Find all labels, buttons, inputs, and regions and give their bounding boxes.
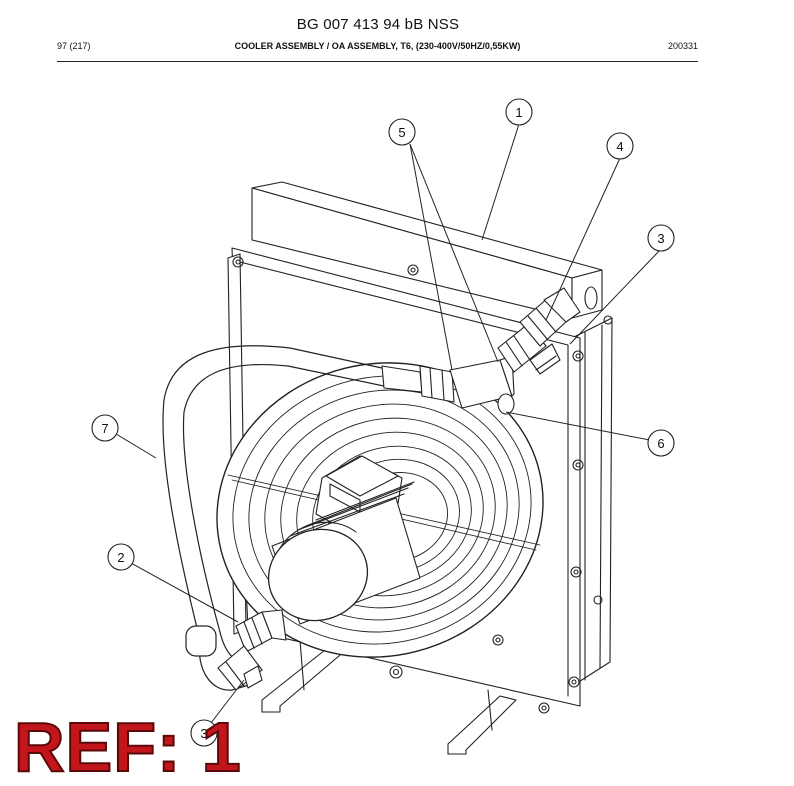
header-row: 97 (217) COOLER ASSEMBLY / OA ASSEMBLY, … [57, 41, 698, 55]
top-fitting [519, 287, 581, 375]
callout-3-bottom-number: 3 [200, 726, 207, 741]
callout-5-number: 5 [398, 125, 405, 140]
header-tank [251, 181, 603, 319]
assembly-title: COOLER ASSEMBLY / OA ASSEMBLY, T6, (230-… [234, 41, 521, 51]
document-title: BG 007 413 94 bB NSS [296, 16, 460, 33]
callout-6-number: 6 [657, 436, 664, 451]
callout-2-number: 2 [117, 550, 124, 565]
frame-bolts [232, 256, 613, 714]
callout-4: 4 [606, 132, 634, 160]
callout-7: 7 [91, 414, 119, 442]
header-divider [57, 61, 698, 62]
callout-3-top-number: 3 [657, 231, 664, 246]
callout-1: 1 [505, 98, 533, 126]
callout-balloons: 1 5 4 3 7 6 2 3 [91, 98, 675, 747]
page-number: 97 (217) [57, 41, 91, 51]
callout-7-number: 7 [101, 421, 108, 436]
callout-1-number: 1 [515, 105, 522, 120]
leader-lines [105, 123, 661, 733]
callout-5: 5 [388, 118, 416, 146]
callout-3-top: 3 [647, 224, 675, 252]
fan-motor [267, 455, 421, 625]
date-code: 200331 [667, 41, 698, 51]
callout-3-bottom: 3 [190, 719, 218, 747]
callout-6: 6 [647, 429, 675, 457]
callout-2: 2 [107, 543, 135, 571]
callout-4-number: 4 [616, 139, 623, 154]
mounting-feet [261, 639, 517, 755]
ref-label: REF: 1 [13, 708, 242, 786]
lower-fitting [217, 609, 287, 691]
hose [162, 345, 385, 691]
